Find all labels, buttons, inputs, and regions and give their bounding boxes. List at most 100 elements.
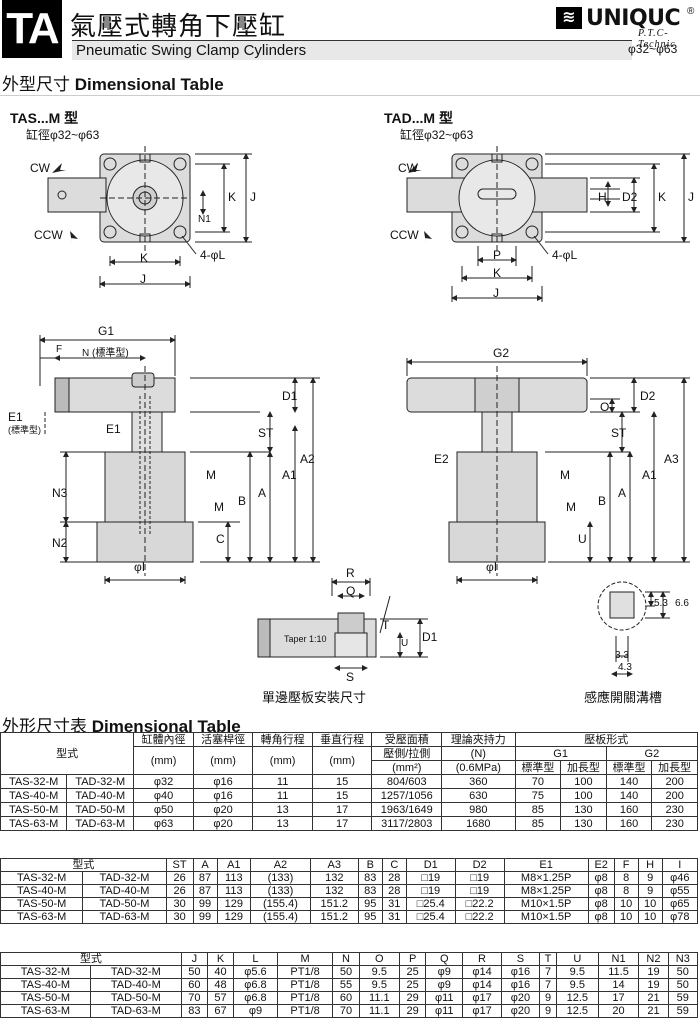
table-cell: 151.2 [309, 910, 359, 924]
table-cell: 40 [206, 965, 235, 979]
table-cell: 17 [311, 802, 373, 817]
table-cell: 31 [381, 910, 407, 924]
t1-h-force: 理論夾持力 [441, 732, 516, 747]
table-cell: 200 [651, 774, 698, 789]
table-cell: □25.4 [405, 910, 456, 924]
tad-d2-label: D2 [622, 190, 638, 204]
t1-u-area: 壓側/拉側 [371, 746, 443, 761]
brand-sub: P.T.C-Technic [638, 28, 676, 50]
table-cell: 130 [560, 816, 607, 831]
table-cell: PT1/8 [276, 1004, 334, 1018]
table-cell: 3117/2803 [371, 816, 443, 831]
tas-c-label: C [216, 532, 225, 546]
table-cell: TAS-50-M [0, 991, 91, 1005]
table-cell: 99 [192, 910, 218, 924]
table-header-cell: N2 [638, 952, 669, 966]
table-cell: φ6.8 [233, 978, 278, 992]
table-cell: 230 [651, 802, 698, 817]
tas-st-label: ST [258, 426, 274, 440]
table-cell: 48 [206, 978, 235, 992]
table-header-cell: A [192, 858, 218, 872]
table-cell: 100 [560, 788, 607, 803]
tad-j-label: J [493, 286, 499, 300]
tad-h-label: H [598, 190, 607, 204]
table-header-cell: C [381, 858, 407, 872]
table-cell: 95 [357, 897, 383, 911]
table-cell: φ17 [462, 1004, 502, 1018]
table-cell: φ16 [192, 774, 254, 789]
table-cell: φ50 [133, 802, 194, 817]
table-cell: 9 [637, 871, 663, 885]
table-cell: 30 [165, 897, 194, 911]
table-cell: 26 [165, 871, 194, 885]
table-cell: 70 [180, 991, 208, 1005]
dim-4-3: 4.3 [618, 662, 632, 673]
table-cell: 8 [613, 884, 639, 898]
table-cell: φ8 [587, 871, 615, 885]
table-cell: PT1/8 [276, 978, 334, 992]
table-cell: TAD-40-M [89, 978, 182, 992]
table-header-cell: F [613, 858, 639, 872]
table-cell: 230 [651, 816, 698, 831]
table-cell: φ16 [192, 788, 254, 803]
table-header-cell: M [276, 952, 334, 966]
table-header-cell: R [462, 952, 502, 966]
tas-a-label: A [258, 486, 267, 500]
table-cell: 160 [605, 802, 653, 817]
table-cell: 50 [180, 965, 208, 979]
series-logo: TA [2, 0, 62, 58]
table-cell: □22.2 [454, 897, 505, 911]
table-cell: 8 [613, 871, 639, 885]
tas-k-label: K [140, 251, 149, 265]
t1-g1-ext: 加長型 [560, 760, 607, 775]
tas-m-label-1: M [206, 468, 216, 482]
table-cell: TAS-40-M [0, 978, 91, 992]
table-header-cell: N1 [597, 952, 640, 966]
table-cell: 15 [311, 774, 373, 789]
table-cell: φ8 [587, 910, 615, 924]
table-header-cell: U [555, 952, 599, 966]
table-cell: TAS-32-M [0, 774, 68, 789]
table-cell: 21 [638, 991, 669, 1005]
table-cell: TAS-40-M [0, 788, 68, 803]
tas-k-vert-label: K [228, 190, 237, 204]
table-cell: TAD-50-M [66, 802, 135, 817]
t1-h-model: 型式 [0, 732, 135, 775]
dim-3-3: 3.3 [615, 650, 629, 661]
t1-g2: G2 [605, 746, 699, 761]
table-cell: 25 [399, 965, 427, 979]
tad-a-label: A [618, 486, 627, 500]
e2-label: E2 [434, 452, 449, 466]
table-cell: φ65 [661, 897, 699, 911]
table-cell: 50 [667, 978, 699, 992]
r-label: R [346, 566, 355, 580]
table-cell: φ55 [661, 884, 699, 898]
table-cell: 804/603 [371, 774, 443, 789]
tas-side-view [39, 335, 320, 584]
table-header-cell: 型式 [0, 858, 167, 872]
table-cell: TAS-63-M [0, 910, 84, 924]
o-label: O [600, 400, 610, 414]
table-cell: 30 [165, 910, 194, 924]
table-cell: φ20 [500, 1004, 541, 1018]
table-cell: TAD-63-M [82, 910, 167, 924]
table-header-cell: E1 [503, 858, 589, 872]
t1-h-clamp: 壓板形式 [514, 732, 699, 747]
q-label: Q [346, 584, 356, 598]
table-cell: 7 [539, 978, 557, 992]
single-mount-caption: 單邊壓板安裝尺寸 [262, 691, 367, 706]
single-mount-detail [257, 578, 428, 671]
t1-u-bore: (mm) [133, 746, 194, 775]
table-cell: φ78 [661, 910, 699, 924]
table-cell: 11 [252, 774, 313, 789]
table-cell: 132 [309, 871, 359, 885]
table-cell: 10 [613, 897, 639, 911]
table-cell: φ20 [192, 816, 254, 831]
table-cell: 113 [216, 884, 252, 898]
table-cell: TAS-32-M [0, 965, 91, 979]
table-header-cell: D2 [454, 858, 505, 872]
t1-g2-std: 標準型 [605, 760, 653, 775]
title-zh: 氣壓式轉角下壓缸 [70, 12, 287, 42]
